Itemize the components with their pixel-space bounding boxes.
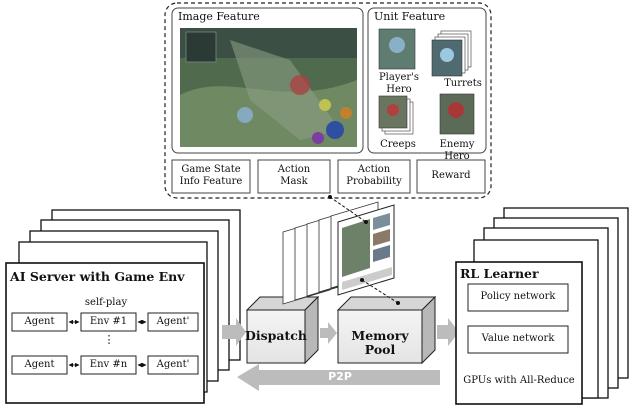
frames-to-memory-connector bbox=[361, 279, 399, 304]
unit-feature-label: Unit Feature bbox=[374, 10, 446, 23]
policy-network-box bbox=[467, 283, 569, 312]
agent-prime-label-2: Agent' bbox=[156, 359, 190, 370]
policy-network-label: Policy network bbox=[480, 291, 556, 302]
players-hero-thumbnail bbox=[378, 28, 416, 70]
p2p-arrow bbox=[237, 364, 440, 391]
arrow-memory-to-learner bbox=[437, 318, 459, 346]
enemy-hero-thumbnail bbox=[439, 93, 475, 135]
ellipsis-label: ⋮ bbox=[103, 333, 115, 346]
enemy-hero-label: Enemy Hero bbox=[439, 139, 475, 162]
arrow-dispatch-to-memory bbox=[320, 322, 337, 344]
dispatch-label: Dispatch bbox=[245, 328, 307, 343]
info-box-reward bbox=[416, 159, 486, 194]
memory-pool-box bbox=[336, 295, 437, 365]
feature-to-frames-connector bbox=[329, 196, 367, 223]
creeps-thumbnail bbox=[378, 95, 414, 135]
rl-learner-title: RL Learner bbox=[460, 266, 539, 281]
env-n-label: Env #n bbox=[89, 359, 128, 370]
env-n-box bbox=[80, 355, 137, 375]
env-1-box bbox=[80, 312, 137, 332]
agent-label-2: Agent bbox=[24, 359, 55, 370]
ai-server-box bbox=[5, 262, 205, 404]
arrow-server-to-dispatch bbox=[222, 318, 246, 346]
ai-server-title: AI Server with Game Env bbox=[10, 269, 185, 284]
memory-pool-label: Memory Pool bbox=[351, 328, 409, 358]
image-feature-label: Image Feature bbox=[178, 10, 260, 23]
game-screenshot bbox=[180, 28, 357, 147]
agent-label-1: Agent bbox=[24, 316, 55, 327]
info-box-game-state bbox=[171, 159, 251, 194]
players-hero-label: Player's Hero bbox=[378, 72, 420, 95]
dispatch-box bbox=[245, 295, 320, 365]
agent-prime-box-1 bbox=[147, 312, 199, 332]
sample-frames-stack bbox=[282, 201, 395, 305]
creeps-label: Creeps bbox=[380, 139, 416, 150]
env-1-label: Env #1 bbox=[89, 316, 128, 327]
agent-prime-box-2 bbox=[147, 355, 199, 375]
self-play-label: self-play bbox=[84, 297, 128, 308]
info-box-action-probability bbox=[337, 159, 411, 194]
p2p-label: P2P bbox=[328, 370, 352, 383]
agent-prime-label-1: Agent' bbox=[156, 316, 190, 327]
agent-box-2 bbox=[11, 355, 68, 375]
turrets-label: Turrets bbox=[444, 78, 482, 89]
turrets-thumbnail bbox=[431, 30, 472, 77]
agent-box-1 bbox=[11, 312, 68, 332]
value-network-box bbox=[467, 325, 569, 354]
gpus-label: GPUs with All-Reduce bbox=[463, 375, 575, 386]
info-box-action-mask bbox=[257, 159, 331, 194]
value-network-label: Value network bbox=[481, 333, 555, 344]
reward-label: Reward bbox=[431, 170, 471, 181]
